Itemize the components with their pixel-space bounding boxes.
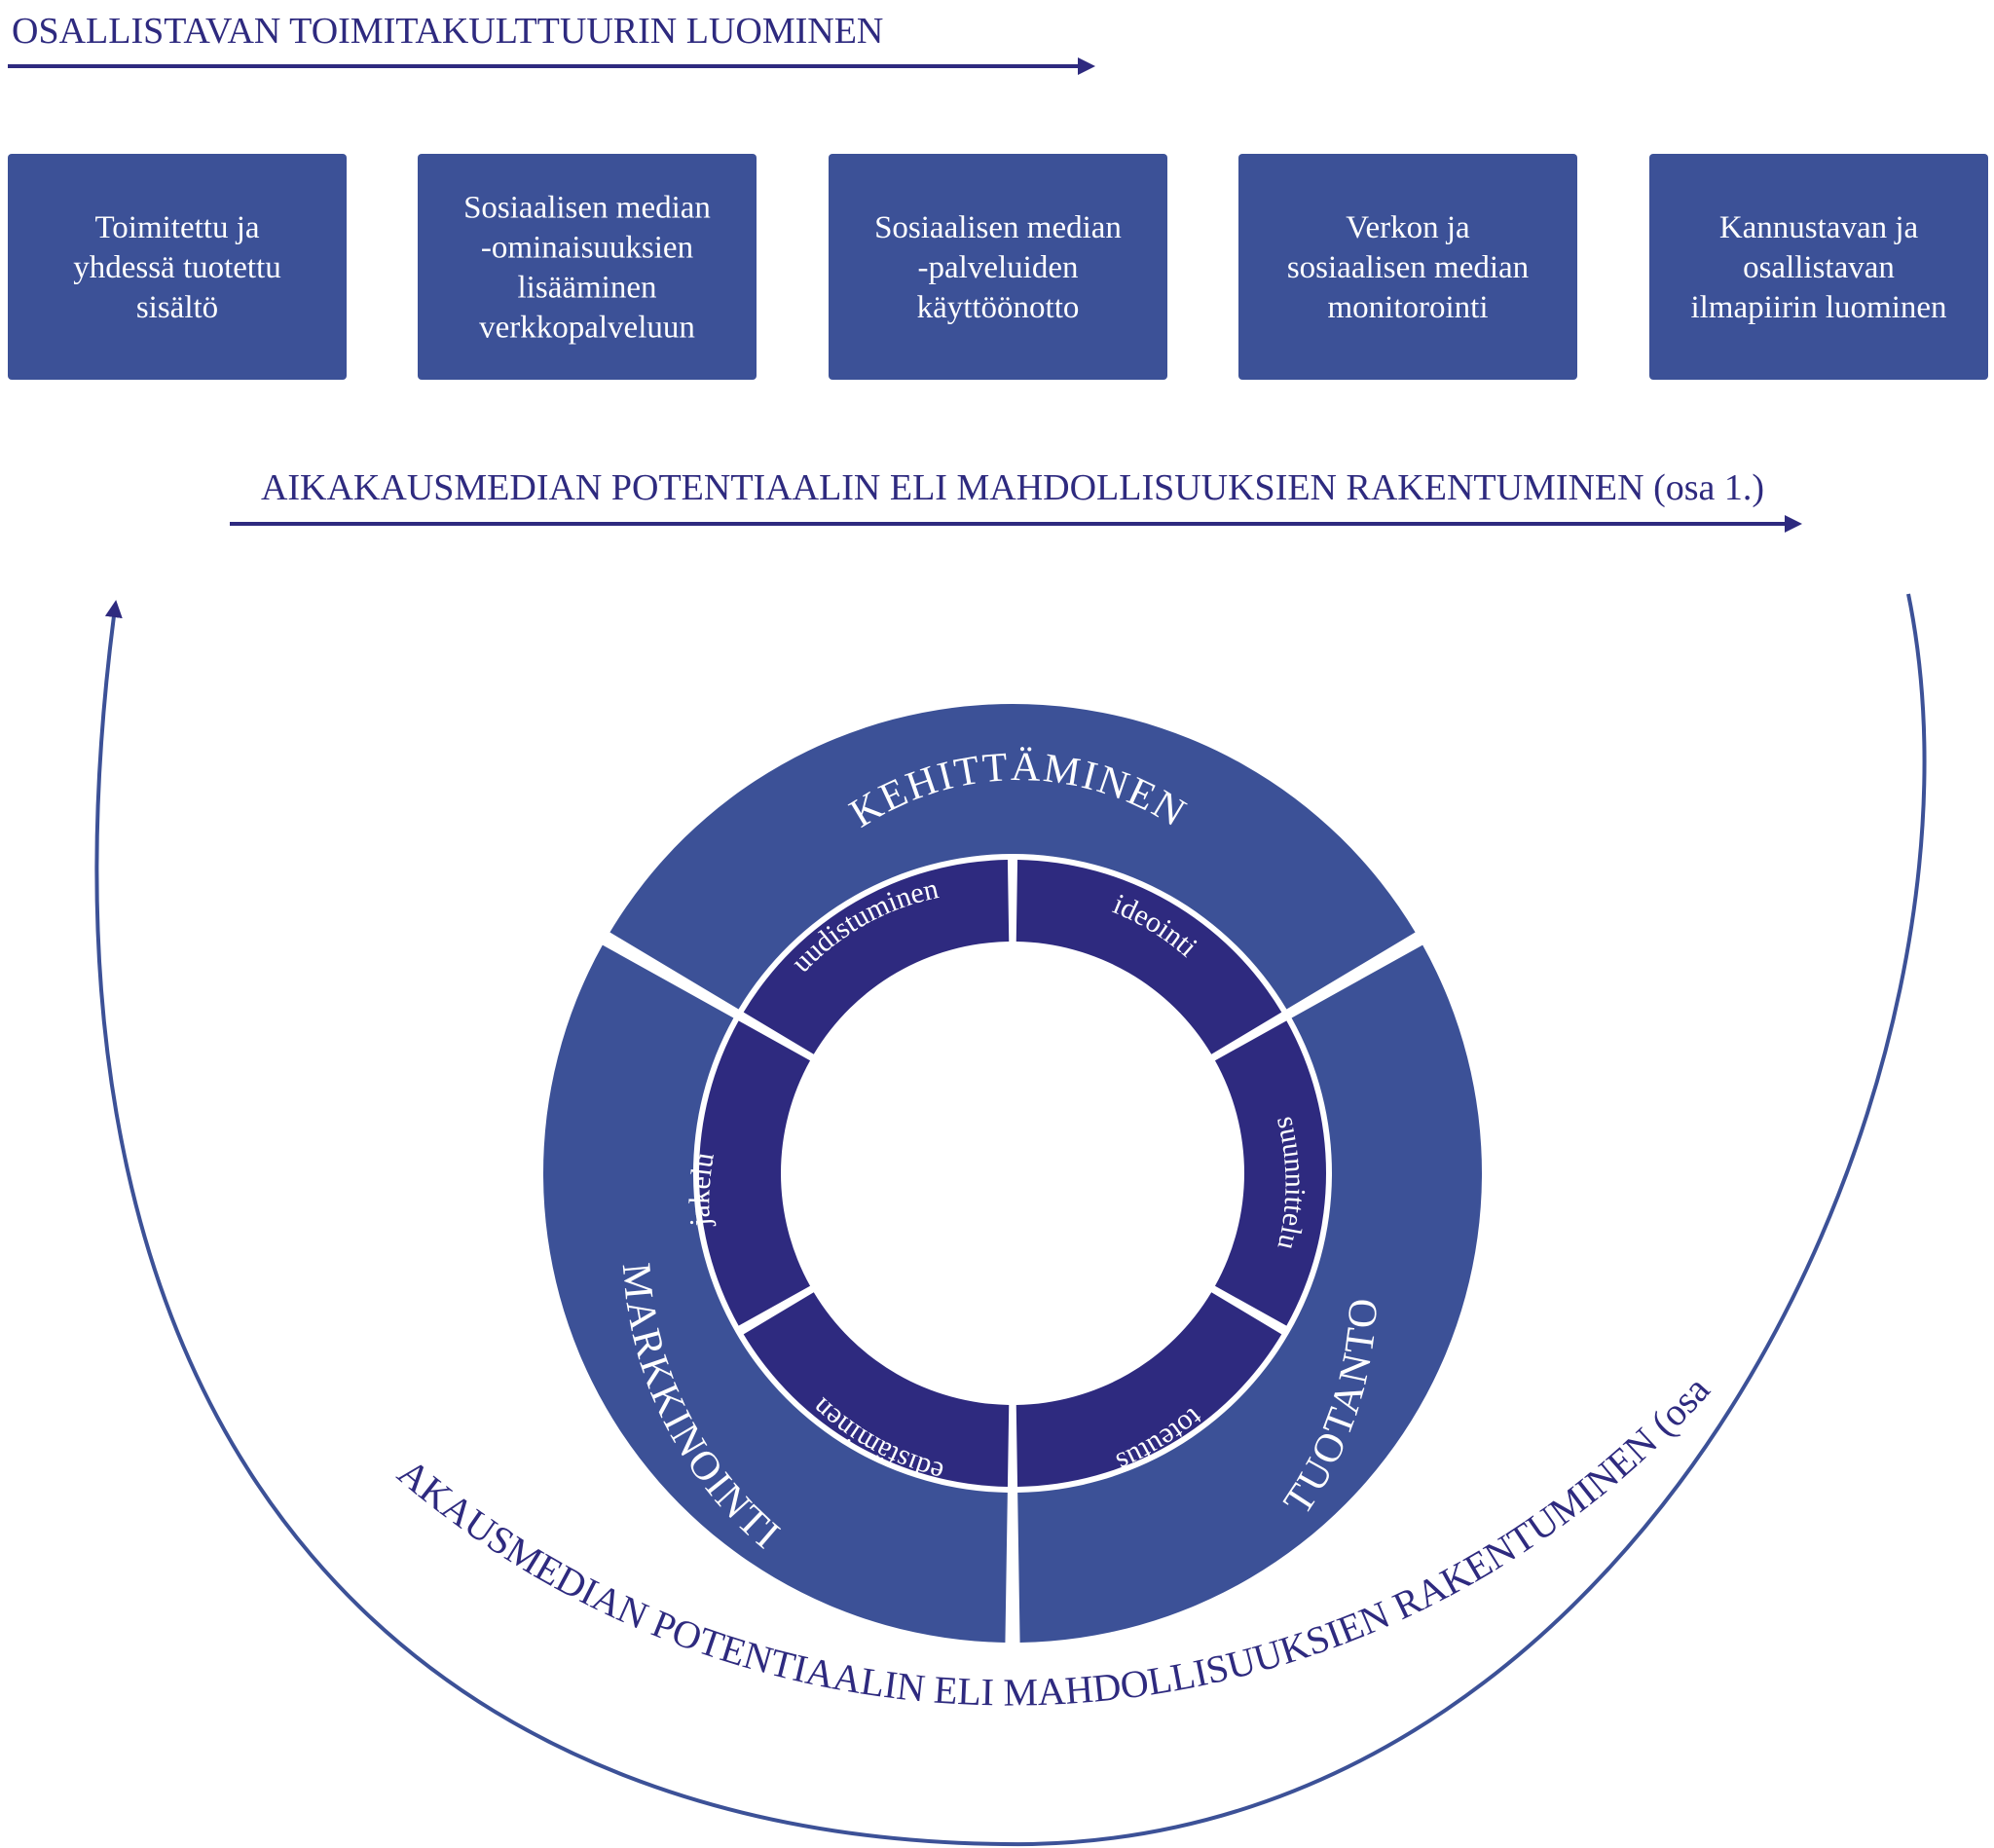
- activity-box-1: Toimitettu ja yhdessä tuotettu sisältö: [8, 154, 347, 380]
- activity-box-bg: [1649, 154, 1988, 380]
- activity-box-4: Verkon ja sosiaalisen median monitorointi: [1238, 154, 1577, 380]
- activity-box-line: sosiaalisen median: [1287, 250, 1529, 285]
- inner-ring-segment-toteutus: [1015, 1292, 1282, 1487]
- activity-box-3: Sosiaalisen median -palveluiden käyttöönot…: [829, 154, 1167, 380]
- inner-ring-segment-edistaminen: [743, 1292, 1010, 1487]
- activity-box-line: lisääminen: [518, 271, 657, 306]
- inner-ring-segment-suunnittelu: [1214, 1020, 1326, 1326]
- activity-box-bg: [1238, 154, 1577, 380]
- activity-box-line: -ominaisuuksien: [481, 231, 693, 266]
- activity-boxes: Toimitettu ja yhdessä tuotettu sisältö Sosi…: [8, 154, 1988, 380]
- inner-ring: [699, 860, 1326, 1487]
- activity-box-line: Kannustavan ja: [1719, 210, 1919, 245]
- activity-box-5: Kannustavan ja osallistavan ilmapiirin luo…: [1649, 154, 1988, 380]
- activity-box-line: Sosiaalisen median: [874, 210, 1122, 245]
- activity-box-line: monitorointi: [1328, 290, 1489, 325]
- outer-ring-segment-tuotanto: [1017, 944, 1482, 1643]
- top-heading: OSALLISTAVAN TOIMITAKULTTUURIN LUOMINEN: [12, 11, 883, 52]
- activity-box-line: verkkopalveluun: [479, 311, 695, 346]
- activity-box-line: käyttöönotto: [917, 290, 1080, 325]
- activity-box-line: sisältö: [136, 290, 218, 325]
- activity-box-line: Verkon ja: [1346, 210, 1470, 245]
- outer-ring-segment-kehittaminen: [609, 704, 1416, 1010]
- activity-box-line: osallistavan: [1743, 250, 1895, 285]
- inner-ring-segment-uudistuminen: [743, 860, 1010, 1054]
- activity-box-2: Sosiaalisen median -ominaisuuksien lisäämi…: [418, 154, 757, 380]
- activity-box-bg: [829, 154, 1167, 380]
- outer-ring: [543, 704, 1482, 1643]
- activity-box-line: Toimitettu ja: [94, 210, 259, 245]
- activity-box-line: ilmapiirin luominen: [1690, 290, 1946, 325]
- activity-box-line: -palveluiden: [918, 250, 1079, 285]
- activity-box-bg: [8, 154, 347, 380]
- inner-ring-segment-jakelu: [699, 1020, 811, 1326]
- activity-box-line: yhdessä tuotettu: [73, 250, 281, 285]
- activity-box-bg: [418, 154, 757, 380]
- inner-ring-segment-ideointi: [1015, 860, 1282, 1054]
- middle-heading: AIKAKAUSMEDIAN POTENTIAALIN ELI MAHDOLLI…: [261, 467, 1764, 508]
- outer-cycle-arc: [94, 593, 1927, 1847]
- activity-box-line: Sosiaalisen median: [463, 191, 711, 226]
- outer-ring-segment-markkinointi: [543, 944, 1008, 1643]
